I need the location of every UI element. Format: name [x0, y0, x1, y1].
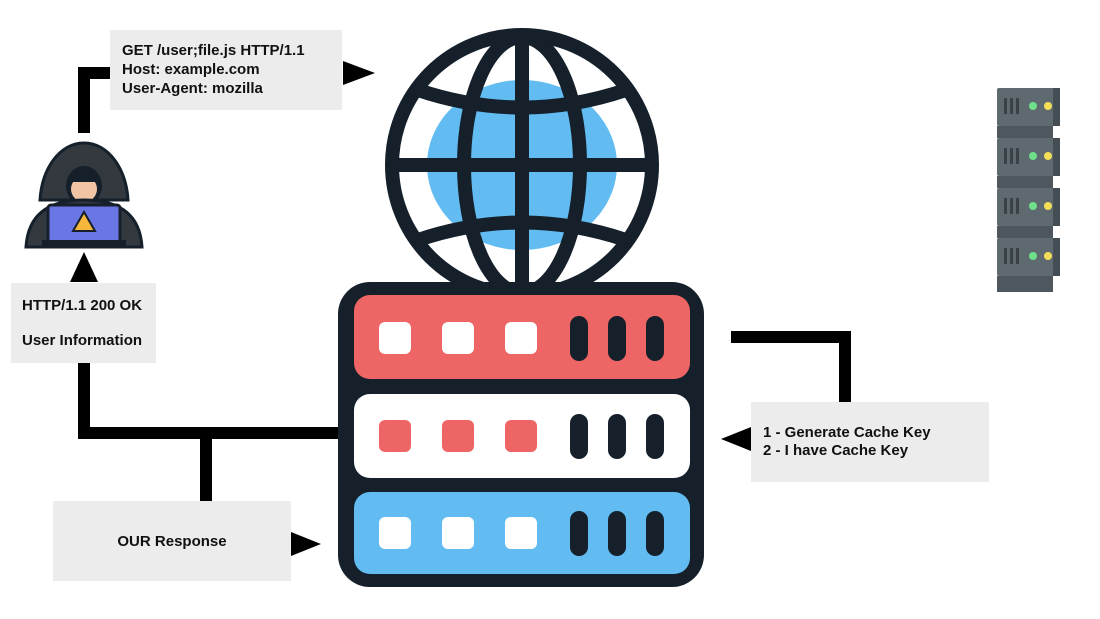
request-connector	[78, 67, 110, 133]
globe-icon	[385, 28, 659, 302]
request-line: GET /user;file.js HTTP/1.1	[122, 42, 305, 59]
response-body: User Information	[22, 332, 143, 349]
request-host-header: Host: example.com	[122, 61, 260, 78]
origin-server-icon	[997, 88, 1060, 292]
arrow-to-globe	[343, 61, 375, 85]
our-response-label: OUR Response	[117, 532, 227, 550]
connector-lines	[78, 67, 851, 501]
cache-server-icon	[338, 282, 704, 587]
request-user-agent-header: User-Agent: mozilla	[122, 80, 263, 97]
http-request-box: GET /user;file.js HTTP/1.1 Host: example…	[110, 30, 342, 110]
http-response-box: HTTP/1.1 200 OK User Information	[11, 283, 156, 363]
cache-step-generate: 1 - Generate Cache Key	[763, 424, 931, 441]
our-response-box: OUR Response	[53, 501, 291, 581]
arrow-to-hacker	[70, 252, 98, 282]
cache-connector	[731, 331, 851, 402]
response-connector	[78, 363, 343, 501]
arrow-from-cache-note	[721, 427, 751, 451]
cache-step-have: 2 - I have Cache Key	[763, 442, 909, 459]
cache-key-box: 1 - Generate Cache Key 2 - I have Cache …	[751, 402, 989, 482]
response-status-line: HTTP/1.1 200 OK	[22, 297, 143, 314]
hacker-icon	[24, 141, 144, 249]
arrowheads	[70, 61, 751, 556]
arrow-to-server	[291, 532, 321, 556]
